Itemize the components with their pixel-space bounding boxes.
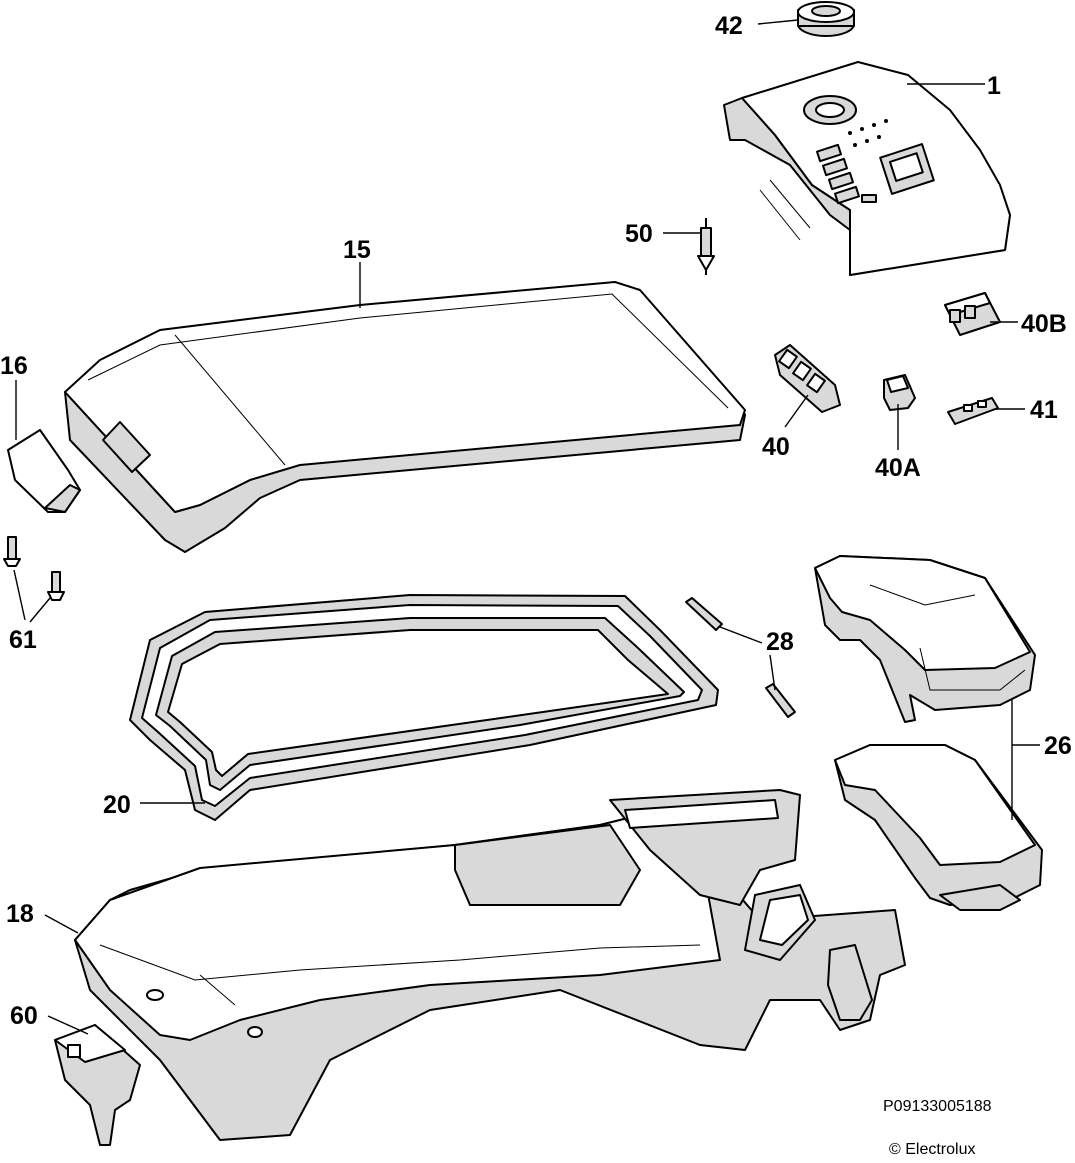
part-50-pin [697,218,715,275]
part-40-button-strip [774,344,841,413]
label-40A: 40A [875,454,921,482]
part-41-clip [947,397,999,425]
leader-lines [13,19,1040,1035]
part-40B-button-block [944,292,1001,336]
label-15: 15 [343,236,371,264]
part-15-lid [64,281,746,553]
label-41: 41 [1030,396,1058,424]
label-28: 28 [766,628,794,656]
part-1-control-panel [723,61,1011,276]
drawing-code: P09133005188 [883,1098,992,1115]
part-60-latch [54,1024,141,1146]
label-60: 60 [10,1002,38,1030]
label-16: 16 [0,352,28,380]
copyright-text: © Electrolux [889,1141,975,1158]
part-26-dispenser [814,555,1043,911]
label-61: 61 [9,626,37,654]
part-40A-button [883,374,916,411]
label-26: 26 [1044,732,1072,760]
part-labels: 42 1 50 15 16 40B 40 40A 41 61 28 26 20 … [0,12,1072,1030]
label-42: 42 [715,12,743,40]
part-20-gasket [129,594,719,821]
label-18: 18 [6,900,34,928]
part-18-cabinet-top [74,789,906,1141]
label-20: 20 [103,791,131,819]
part-16-end-cap [7,429,81,513]
label-50: 50 [625,220,653,248]
label-1: 1 [987,72,1001,100]
label-40B: 40B [1021,310,1067,338]
label-40: 40 [762,433,790,461]
part-42-knob [797,1,855,37]
part-28-rods [685,597,796,718]
part-61-screws [3,536,65,601]
